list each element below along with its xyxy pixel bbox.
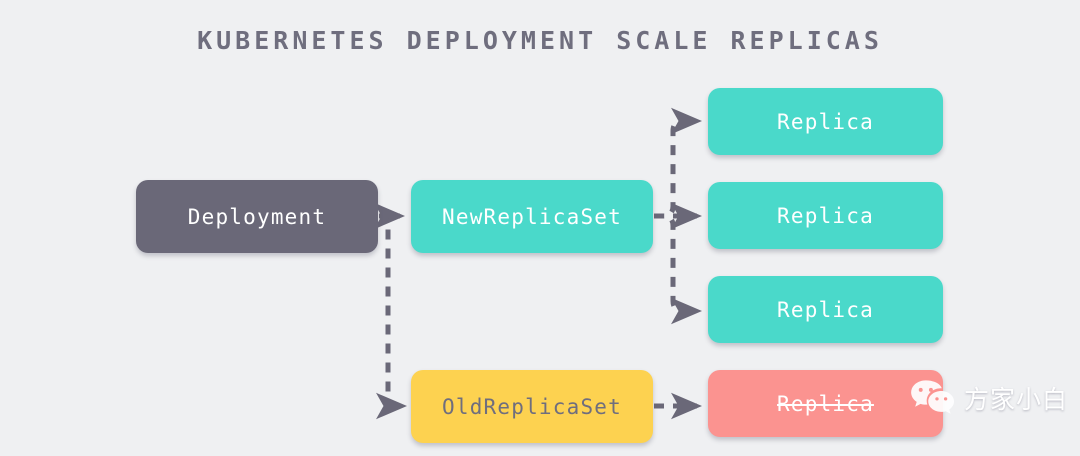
watermark-text: 方家小白 [964,384,1069,414]
node-replica-1[interactable]: Replica [708,88,943,155]
node-replica-3[interactable]: Replica [708,276,943,343]
node-replica-3-label: Replica [777,297,874,322]
watermark: 方家小白 [908,374,1068,421]
page-title: KUBERNETES DEPLOYMENT SCALE REPLICAS [197,26,883,55]
node-replica-4[interactable]: Replica [708,370,943,437]
edge-deployment-to-old-replicaset [376,213,408,420]
edge-new-replicaset-to-replica-1 [654,107,703,219]
node-replica-4-label: Replica [777,391,874,416]
node-deployment[interactable]: Deployment [136,180,378,253]
node-replica-2-label: Replica [777,203,874,228]
edge-new-replicaset-to-replica-3 [654,213,703,325]
node-old-replicaset[interactable]: OldReplicaSet [411,370,653,443]
node-new-replicaset[interactable]: NewReplicaSet [411,180,653,253]
node-replica-1-label: Replica [777,109,874,134]
node-old-replicaset-label: OldReplicaSet [442,394,622,419]
node-deployment-label: Deployment [187,204,327,229]
wechat-icon [911,380,955,414]
node-replica-2[interactable]: Replica [708,182,943,249]
node-new-replicaset-label: NewReplicaSet [442,204,622,229]
